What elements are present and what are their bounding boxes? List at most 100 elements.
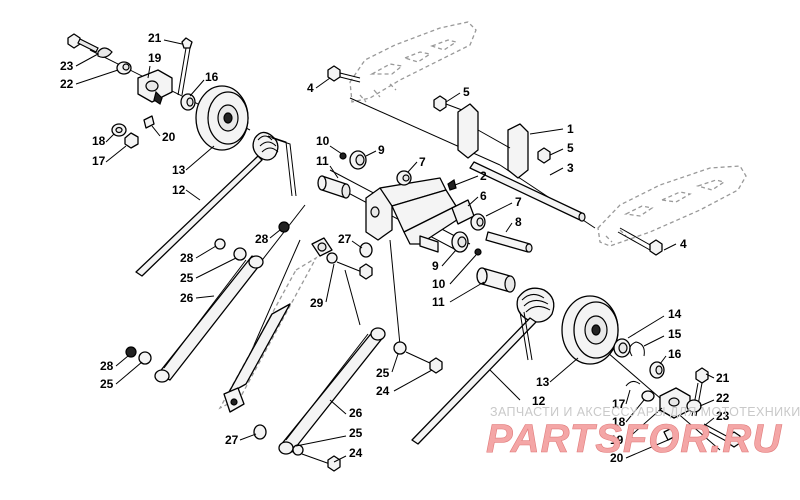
watermark-logo: PARTSFOR.RU — [486, 417, 782, 461]
clip-17-lower — [625, 380, 641, 387]
bushing-9-lower — [451, 231, 469, 253]
shaft-3 — [469, 161, 586, 222]
callout-4-upper: 4 — [307, 81, 314, 95]
callout-3: 3 — [567, 161, 574, 175]
pin-20-lower — [663, 427, 677, 441]
callout-27-lower: 27 — [225, 433, 239, 447]
bolt-4-upper — [327, 65, 361, 83]
callout-6: 6 — [480, 189, 487, 203]
callout-19-upper: 19 — [148, 51, 162, 65]
callout-28-upper-left: 28 — [180, 251, 194, 265]
callout-8: 8 — [515, 215, 522, 229]
bushing-9-upper — [349, 150, 367, 170]
callout-25-right: 25 — [376, 366, 390, 380]
callout-21-lower: 21 — [716, 371, 730, 385]
idler-wheel-13-right — [561, 295, 619, 365]
idler-wheel-13-left — [195, 85, 249, 151]
callout-24-lower: 24 — [349, 446, 363, 460]
callout-1: 1 — [567, 122, 574, 136]
callout-25-upper: 25 — [180, 271, 194, 285]
link-26-left — [154, 255, 264, 383]
callout-11-lower: 11 — [432, 295, 445, 309]
bracket-1 — [457, 103, 529, 179]
pin-20-upper — [143, 115, 155, 129]
watermark: ЗАПЧАСТИ И АКСЕССУАРЫ ДЛЯ МОТОТЕХНИКИ PA… — [486, 405, 800, 461]
bushing-16-lower — [649, 361, 665, 379]
spring-clip-upper — [97, 47, 113, 58]
pivot-arm-housing — [365, 177, 467, 245]
pivot-block-19-upper — [137, 69, 173, 105]
bolt-29 — [326, 252, 373, 280]
washer-10-lower — [474, 248, 482, 256]
bushing-7-upper — [396, 170, 412, 186]
callout-26-left: 26 — [180, 291, 194, 305]
callout-16-lower: 16 — [668, 347, 682, 361]
callout-19-lower: 19 — [610, 433, 624, 447]
callout-23-upper: 23 — [60, 59, 74, 73]
callout-16-upper: 16 — [205, 70, 219, 84]
upper-slide-rail — [349, 21, 477, 103]
bearing-14 — [613, 338, 631, 358]
nut-17-upper — [124, 132, 139, 149]
spacer-11-lower — [476, 267, 516, 293]
bushing-27-upper — [359, 242, 373, 258]
washer-18-upper — [111, 123, 127, 137]
callout-4-lower: 4 — [680, 237, 687, 251]
bolt-23-lower — [701, 423, 741, 448]
bolt-21-upper — [177, 37, 193, 96]
callout-27-upper: 27 — [338, 232, 352, 246]
bolt-24-lower — [292, 444, 341, 472]
bushing-22-upper — [116, 61, 132, 75]
callout-24-upper: 24 — [376, 384, 390, 398]
callout-18-lower: 18 — [612, 415, 626, 429]
link-26-right — [278, 327, 386, 455]
bolt-23-upper — [67, 33, 99, 53]
callout-25-left: 25 — [100, 377, 114, 391]
callout-7-upper: 7 — [419, 155, 426, 169]
callout-29: 29 — [310, 296, 324, 310]
callout-12-left: 12 — [172, 183, 186, 197]
callout-13-left: 13 — [172, 163, 186, 177]
bolt-5-right — [537, 147, 551, 164]
bushing-7-lower — [470, 213, 486, 231]
bolt-24-upper-right — [393, 341, 443, 374]
callout-11-upper: 11 — [316, 154, 329, 168]
washer-10-upper — [339, 152, 347, 160]
bolt-5-upper — [433, 95, 463, 112]
spacer-11-upper — [317, 175, 351, 199]
pin-2 — [447, 179, 457, 191]
callout-12-right: 12 — [532, 394, 546, 408]
callout-28-top: 28 — [255, 232, 269, 246]
callout-22-upper: 22 — [60, 77, 74, 91]
bolt-4-right — [617, 227, 663, 256]
spacer-11-lower-bushing — [419, 235, 439, 253]
callout-5-upper: 5 — [463, 85, 470, 99]
callout-labels: 1 2 3 4 4 5 5 6 7 7 8 9 9 10 10 11 11 12 — [60, 31, 730, 465]
shock-absorber — [218, 237, 333, 413]
callout-21-upper: 21 — [148, 31, 162, 45]
callout-13-right: 13 — [536, 375, 550, 389]
callout-23-lower: 23 — [716, 409, 730, 423]
callout-22-lower: 22 — [716, 391, 730, 405]
callout-9-upper: 9 — [378, 143, 385, 157]
snap-ring-15 — [629, 341, 645, 357]
callout-17-upper: 17 — [92, 154, 106, 168]
callout-7-lower: 7 — [515, 195, 522, 209]
callout-2: 2 — [480, 169, 487, 183]
callout-10-lower: 10 — [432, 277, 446, 291]
torsion-spring-12-left — [135, 131, 297, 277]
leader-axis-lines — [89, 49, 721, 451]
washer-18-lower — [641, 390, 655, 402]
callout-26-right: 26 — [349, 406, 363, 420]
callout-15: 15 — [668, 327, 682, 341]
washer-28-top — [278, 221, 290, 233]
callout-20-lower: 20 — [610, 451, 624, 465]
torsion-spring-12-right — [411, 287, 555, 445]
callout-14: 14 — [668, 307, 682, 321]
callout-5-right: 5 — [567, 141, 574, 155]
watermark-tagline: ЗАПЧАСТИ И АКСЕССУАРЫ ДЛЯ МОТОТЕХНИКИ — [490, 405, 800, 419]
bushing-16-upper — [180, 93, 196, 111]
callout-25-lower: 25 — [349, 426, 363, 440]
bushing-27-lower — [253, 424, 267, 440]
